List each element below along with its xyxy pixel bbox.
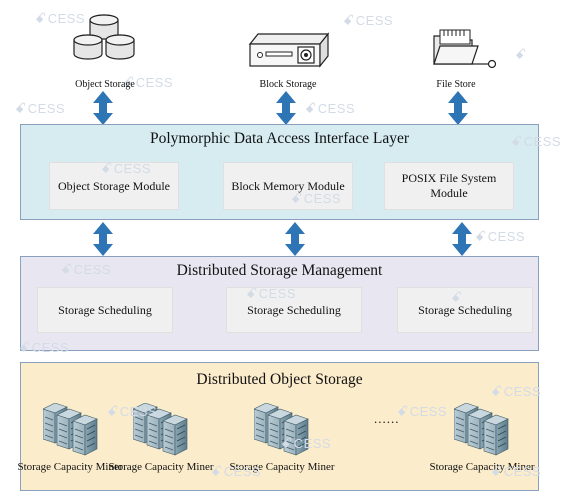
interface-layer: Polymorphic Data Access Interface Layer … [20, 124, 561, 220]
watermark: ꗃCESS [15, 100, 66, 116]
file-store-icon [430, 26, 502, 72]
watermark: ꗃCESS [397, 403, 448, 419]
block-storage-icon [246, 30, 332, 70]
storage-scheduling-module: Storage Scheduling [37, 287, 173, 333]
posix-file-system-module: POSIX File System Module [384, 162, 514, 210]
block-storage-label: Block Storage [259, 79, 317, 90]
server-icon [43, 403, 99, 457]
file-store-label: File Store [436, 79, 476, 90]
interface-layer-title: Polymorphic Data Access Interface Layer [149, 130, 410, 147]
arrow-file-store [448, 91, 468, 125]
arrow-block-storage [276, 91, 296, 125]
miner-label: Storage Capacity Miner [429, 461, 535, 473]
arrow-interface-to-management-1 [93, 222, 113, 256]
object-storage-label: Object Storage [75, 79, 135, 90]
miner-label: Storage Capacity Miner [108, 461, 214, 473]
arrow-interface-to-management-3 [452, 222, 472, 256]
object-storage-layer: Distributed Object Storage ...... Storag… [17, 362, 541, 491]
server-icon [454, 403, 510, 457]
server-icon [254, 403, 310, 457]
arrow-interface-to-management-2 [285, 222, 305, 256]
ellipsis: ...... [374, 411, 400, 426]
miner-label: Storage Capacity Miner [17, 461, 123, 473]
server-icon [133, 403, 189, 457]
management-layer: Distributed Storage Management Storage S… [19, 256, 539, 355]
arrow-object-storage [93, 91, 113, 125]
management-layer-title: Distributed Storage Management [176, 262, 383, 279]
miner-label: Storage Capacity Miner [229, 461, 335, 473]
object-storage-layer-title: Distributed Object Storage [196, 371, 363, 388]
storage-scheduling-module: Storage Scheduling [226, 287, 362, 333]
storage-scheduling-module: Storage Scheduling [397, 287, 533, 333]
watermark: ꗃCESS [19, 339, 70, 355]
object-storage-icon [72, 12, 136, 70]
object-storage-module: Object Storage Module [49, 162, 179, 210]
watermark: ꗃ [515, 46, 527, 62]
watermark: ꗃCESS [475, 228, 526, 244]
block-memory-module: Block Memory Module [223, 162, 353, 210]
watermark: ꗃCESS [343, 12, 394, 28]
watermark: ꗃCESS [305, 100, 356, 116]
